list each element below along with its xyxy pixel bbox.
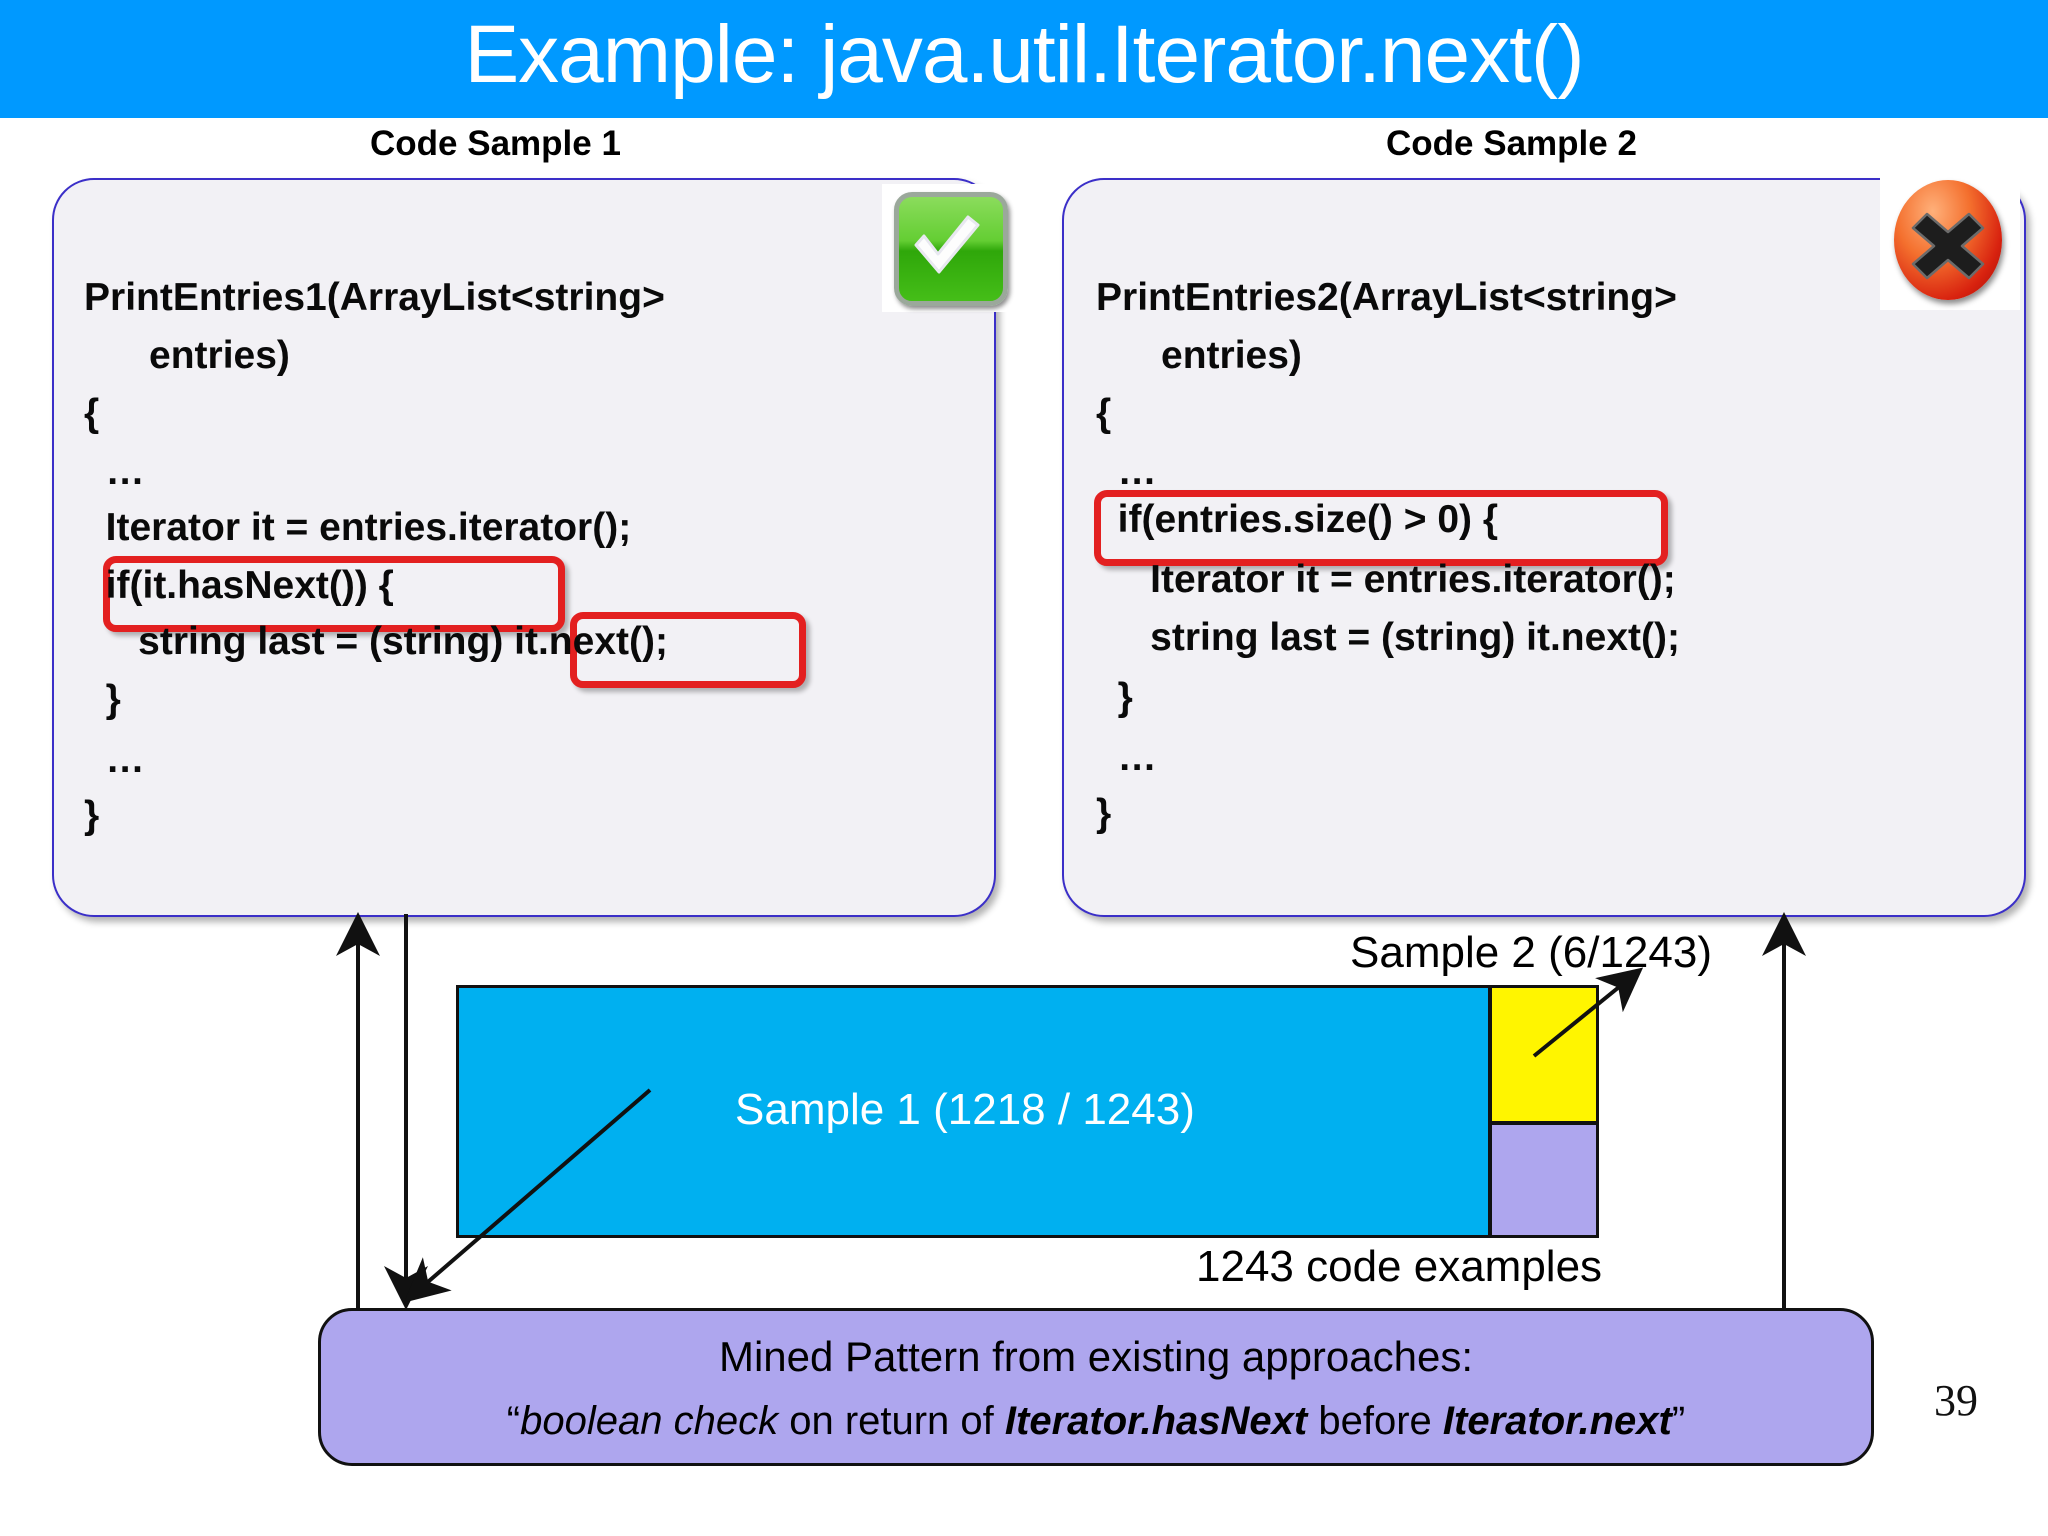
quote-part-3: before <box>1307 1399 1443 1443</box>
code-line: Iterator it = entries.iterator(); <box>84 506 632 549</box>
code-line: … <box>1096 736 1157 779</box>
code-sample-2-caption: Code Sample 2 <box>1386 124 1637 163</box>
code-line: entries) <box>1096 334 1302 377</box>
highlight-box-has-next <box>103 556 565 632</box>
page-number: 39 <box>1934 1376 1978 1425</box>
code-line: } <box>1096 676 1133 719</box>
mined-pattern-quote: “boolean check on return of Iterator.has… <box>321 1399 1871 1444</box>
code-line: { <box>1096 392 1112 435</box>
quote-part-2: on return of <box>778 1399 1005 1443</box>
code-line: } <box>1096 792 1112 835</box>
bar-segment-sample2 <box>1489 985 1599 1124</box>
code-line: PrintEntries2(ArrayList<string> <box>1096 276 1677 319</box>
code-sample-1-caption: Code Sample 1 <box>370 124 621 163</box>
bar-label-sample1: Sample 1 (1218 / 1243) <box>735 1085 1195 1134</box>
mined-pattern-box: Mined Pattern from existing approaches: … <box>318 1308 1874 1466</box>
page-title: Example: java.util.Iterator.next() <box>464 9 1584 100</box>
code-line-highlighted: string last = (string) it.next(); <box>84 620 668 663</box>
code-line: Iterator it = entries.iterator(); <box>1096 558 1676 601</box>
quote-emph-hasnext: Iterator.hasNext <box>1004 1399 1308 1443</box>
code-sample-1-panel <box>52 178 996 917</box>
code-line: … <box>84 450 145 493</box>
slide-title-bar: Example: java.util.Iterator.next() <box>0 0 2048 118</box>
code-line: } <box>84 794 100 837</box>
quote-close-mark: ” <box>1671 1399 1686 1443</box>
highlight-box-size-check <box>1094 490 1668 566</box>
code-line: { <box>84 392 100 435</box>
highlight-box-next-call <box>570 612 806 688</box>
red-error-icon <box>1880 170 2020 310</box>
green-check-icon <box>882 184 1010 312</box>
code-line: string last = (string) it.next(); <box>1096 616 1680 659</box>
mined-pattern-heading: Mined Pattern from existing approaches: <box>718 1333 1474 1380</box>
code-line: entries) <box>84 334 290 377</box>
code-line: } <box>84 678 121 721</box>
code-line: … <box>84 738 145 781</box>
code-line-highlighted: if(it.hasNext()) { <box>84 564 394 607</box>
code-line-highlighted: if(entries.size() > 0) { <box>1096 498 1499 541</box>
code-line: … <box>1096 450 1157 493</box>
bar-segment-other <box>1489 1122 1599 1238</box>
quote-part-1: boolean check <box>520 1399 779 1443</box>
bar-axis-caption: 1243 code examples <box>1196 1242 1603 1291</box>
quote-emph-next: Iterator.next <box>1442 1399 1672 1443</box>
bar-label-sample2: Sample 2 (6/1243) <box>1350 928 1712 977</box>
quote-open-mark: “ <box>506 1399 521 1443</box>
code-line: PrintEntries1(ArrayList<string> <box>84 276 665 319</box>
